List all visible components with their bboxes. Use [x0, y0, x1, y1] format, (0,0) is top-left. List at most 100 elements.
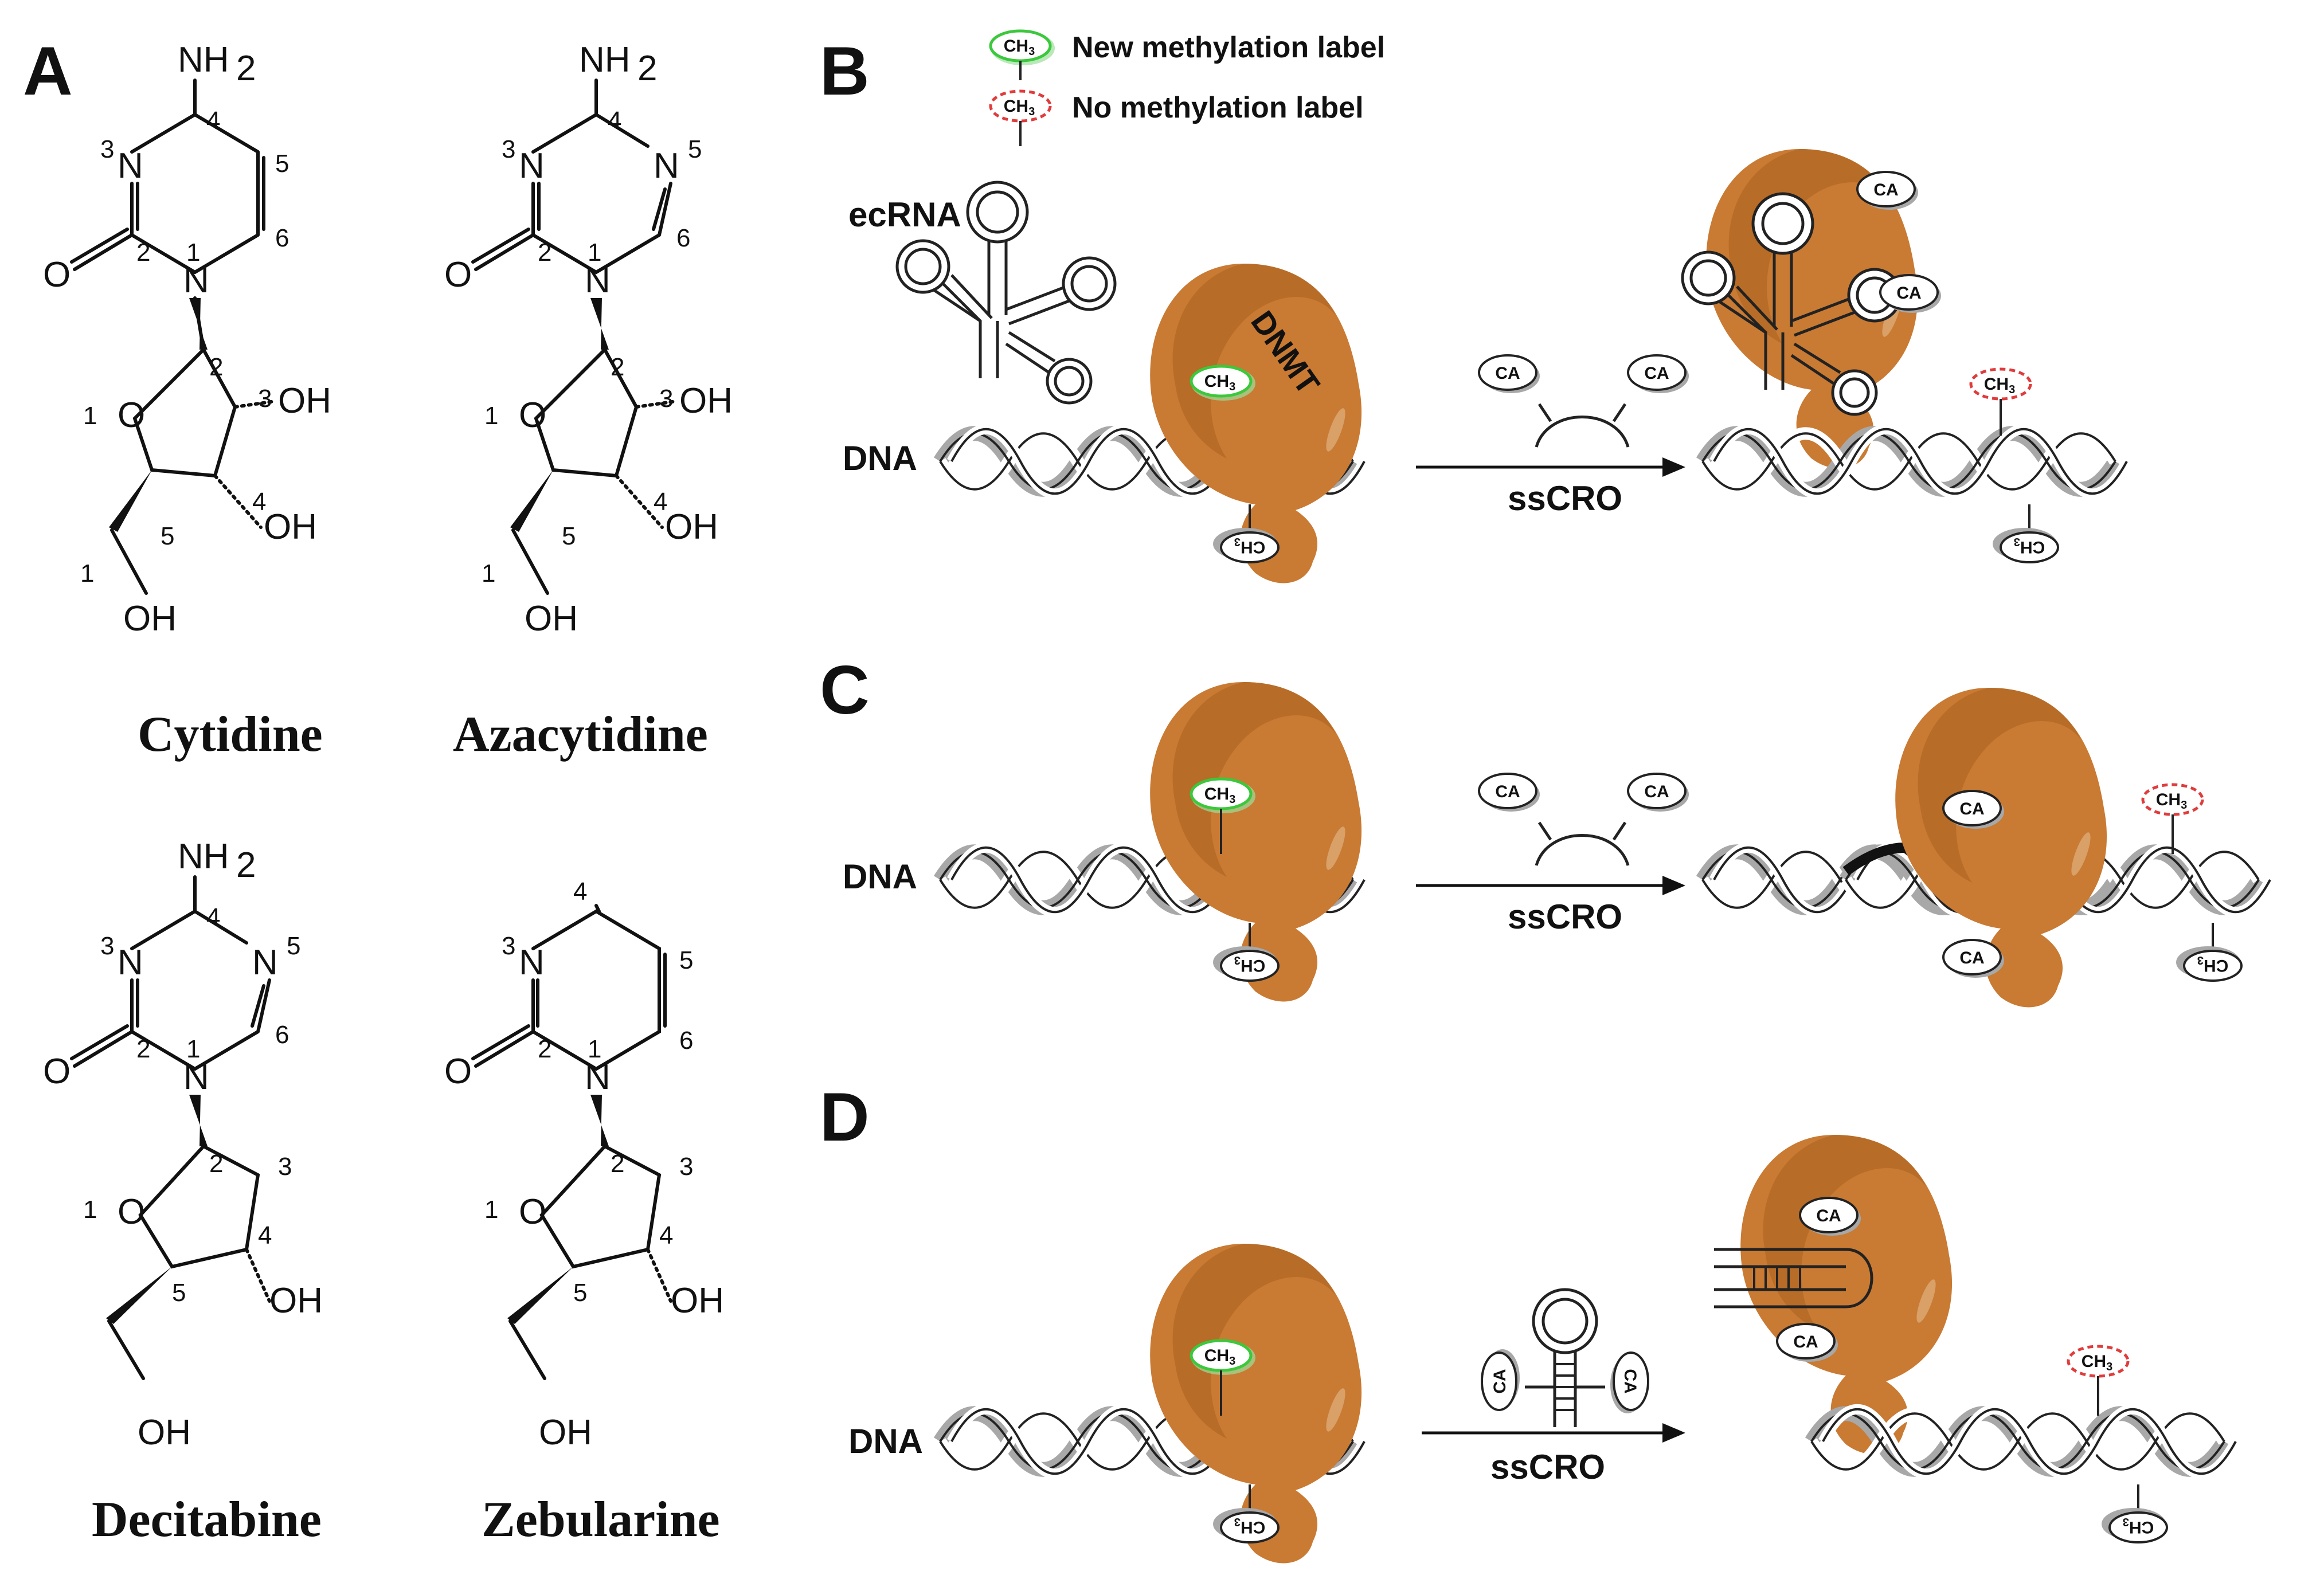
svg-text:6: 6 — [275, 1021, 289, 1049]
svg-text:4: 4 — [206, 107, 220, 135]
svg-text:N: N — [118, 943, 143, 982]
svg-text:1: 1 — [482, 559, 495, 587]
panel-b-arrow: ssCRO — [1416, 354, 1690, 518]
panel-c-right — [1703, 688, 2270, 1008]
svg-text:N: N — [183, 261, 209, 300]
svg-text:1: 1 — [83, 402, 97, 430]
svg-text:5: 5 — [688, 135, 702, 163]
svg-text:NH: NH — [579, 40, 631, 80]
svg-text:OH: OH — [525, 599, 578, 638]
sscro-label-b: ssCRO — [1508, 479, 1622, 518]
svg-text:OH: OH — [679, 381, 733, 421]
svg-text:OH: OH — [671, 1281, 724, 1321]
zebularine-label: Zebularine — [482, 1492, 720, 1548]
svg-text:1: 1 — [484, 1196, 498, 1224]
svg-text:O: O — [118, 395, 145, 435]
svg-text:2: 2 — [637, 49, 657, 88]
legend: New methylation label No methylation lab… — [991, 31, 1385, 146]
decitabine-label: Decitabine — [92, 1492, 322, 1548]
svg-text:N: N — [252, 943, 278, 982]
svg-text:3: 3 — [100, 932, 114, 960]
svg-text:5: 5 — [161, 522, 174, 550]
svg-text:3: 3 — [502, 932, 515, 960]
svg-text:5: 5 — [275, 150, 289, 178]
svg-text:2: 2 — [136, 238, 150, 267]
svg-text:2: 2 — [236, 845, 256, 885]
svg-text:NH: NH — [178, 40, 229, 80]
sscro-label-d: ssCRO — [1490, 1448, 1605, 1486]
svg-text:4: 4 — [608, 107, 621, 135]
dna-label-b: DNA — [843, 439, 917, 477]
panel-b-label: B — [820, 33, 870, 109]
azacytidine-label: Azacytidine — [453, 707, 708, 762]
svg-text:2: 2 — [538, 1035, 551, 1063]
panel-d-label: D — [820, 1079, 870, 1155]
svg-text:O: O — [444, 1052, 472, 1091]
zebularine-structure: 4 N N O 3 5 6 1 2 O OH OH 2 3 4 5 1 Zebu… — [444, 877, 724, 1548]
svg-text:4: 4 — [206, 903, 220, 931]
svg-text:3: 3 — [100, 135, 114, 163]
svg-text:1: 1 — [186, 238, 200, 267]
svg-text:5: 5 — [287, 932, 300, 960]
svg-text:6: 6 — [679, 1027, 693, 1055]
panel-a-label: A — [23, 33, 73, 109]
svg-text:N: N — [585, 261, 611, 300]
legend-no-label: No methylation label — [1072, 91, 1364, 124]
svg-text:2: 2 — [209, 353, 223, 381]
svg-text:NH: NH — [178, 837, 229, 876]
svg-text:1: 1 — [83, 1196, 97, 1224]
panel-c-label: C — [820, 652, 870, 728]
svg-text:3: 3 — [258, 385, 272, 413]
svg-text:3: 3 — [659, 385, 673, 413]
svg-text:OH: OH — [269, 1281, 323, 1321]
svg-text:OH: OH — [138, 1413, 191, 1452]
svg-text:5: 5 — [679, 946, 693, 974]
svg-text:O: O — [519, 1192, 546, 1232]
svg-text:5: 5 — [172, 1279, 186, 1307]
ecrna-label: ecRNA — [848, 195, 961, 234]
panel-c-left: DNA — [843, 682, 1364, 1002]
svg-text:O: O — [43, 255, 71, 295]
svg-text:O: O — [444, 255, 472, 295]
svg-text:4: 4 — [659, 1221, 673, 1249]
legend-new-label: New methylation label — [1072, 31, 1385, 64]
azacytidine-structure: NH 2 N N N O 3 4 5 6 1 2 O OH OH OH 2 3 … — [444, 40, 733, 762]
svg-text:2: 2 — [136, 1035, 150, 1063]
svg-text:N: N — [519, 943, 545, 982]
svg-text:2: 2 — [611, 1150, 624, 1178]
svg-text:1: 1 — [484, 402, 498, 430]
svg-text:O: O — [118, 1192, 145, 1232]
svg-text:6: 6 — [676, 224, 690, 252]
svg-text:3: 3 — [679, 1153, 693, 1181]
dna-label-c: DNA — [843, 857, 917, 896]
svg-text:1: 1 — [588, 238, 601, 267]
svg-text:4: 4 — [573, 877, 587, 906]
svg-text:3: 3 — [502, 135, 515, 163]
svg-text:2: 2 — [236, 49, 256, 88]
svg-text:4: 4 — [654, 488, 667, 516]
svg-text:1: 1 — [80, 559, 94, 587]
svg-text:1: 1 — [588, 1035, 601, 1063]
cytidine-structure: NH 2 N N O 3 4 5 6 1 2 O OH OH OH 2 3 4 … — [43, 40, 331, 762]
panel-d-arrow: ssCRO — [1422, 1288, 1685, 1486]
panel-d-left: DNA — [848, 1244, 1364, 1564]
svg-text:O: O — [519, 395, 546, 435]
panel-b-right — [1683, 149, 2127, 563]
svg-text:2: 2 — [538, 238, 551, 267]
svg-text:4: 4 — [258, 1221, 272, 1249]
svg-text:N: N — [519, 146, 545, 186]
svg-text:N: N — [118, 146, 143, 186]
decitabine-structure: NH 2 N N N O 3 4 5 6 1 2 O OH OH 2 3 4 5… — [43, 837, 323, 1548]
sscro-label-c: ssCRO — [1508, 898, 1622, 936]
panel-d-right — [1714, 1135, 2236, 1543]
svg-text:2: 2 — [209, 1150, 223, 1178]
svg-text:N: N — [654, 146, 679, 186]
svg-text:OH: OH — [264, 507, 317, 547]
dna-label-d: DNA — [848, 1422, 923, 1460]
svg-text:OH: OH — [123, 599, 177, 638]
svg-text:2: 2 — [611, 353, 624, 381]
svg-text:OH: OH — [539, 1413, 592, 1452]
svg-text:OH: OH — [278, 381, 331, 421]
svg-text:3: 3 — [278, 1153, 292, 1181]
